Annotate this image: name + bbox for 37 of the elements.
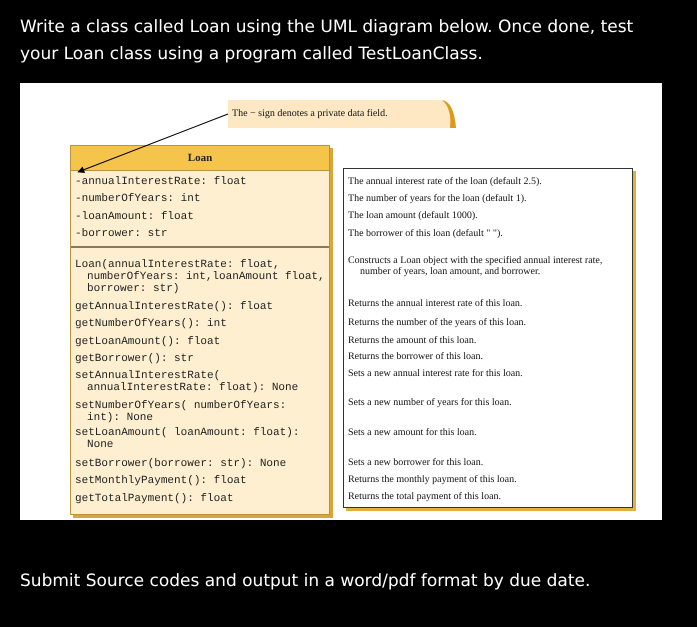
method-text: getTotalPayment(): float	[75, 493, 234, 505]
description-text: Returns the total payment of this loan.	[348, 491, 502, 502]
method-text: getBorrower(): str	[75, 353, 195, 365]
method-text: getAnnualInterestRate(): float	[75, 301, 274, 313]
description-text: Constructs a Loan object with the specified annual interest rate, number of years, loan amount, and borrower.	[348, 255, 604, 277]
class-name: Loan	[71, 146, 329, 171]
description-text: Returns the annual interest rate of this loan.	[348, 298, 524, 309]
instruction-text: Write a class called Loan using the UML diagram below. Once done, test your Loan class using a program called TestLoanClass.	[20, 16, 634, 66]
description-text: The borrower of this loan (default " ").	[348, 228, 504, 239]
description-text: Returns the amount of this loan.	[348, 335, 478, 346]
description-text: The annual interest rate of the loan (default 2.5).	[348, 176, 543, 187]
method-text: getNumberOfYears(): int	[75, 318, 228, 330]
attribute-text: -borrower: str	[75, 228, 168, 240]
instruction-text: Submit Source codes and output in a word/pdf format by due date.	[20, 570, 590, 593]
description-text: The number of years for the loan (default 1).	[348, 193, 528, 204]
description-text: Sets a new annual interest rate for this loan.	[348, 368, 524, 379]
description-text: Sets a new borrower for this loan.	[348, 457, 484, 468]
class-box	[70, 145, 330, 515]
method-text: setAnnualInterestRate( annualInterestRate: float): None	[75, 370, 300, 394]
description-text: Sets a new amount for this loan.	[348, 427, 478, 438]
method-text: getLoanAmount(): float	[75, 336, 222, 348]
attribute-text: -numberOfYears: int	[75, 193, 202, 205]
description-text: The loan amount (default 1000).	[348, 210, 479, 221]
description-box	[343, 168, 633, 508]
description-text: Sets a new number of years for this loan.	[348, 397, 513, 408]
description-text: Returns the borrower of this loan.	[348, 351, 484, 362]
description-text: Returns the monthly payment of this loan.	[348, 474, 518, 485]
note-text: The − sign denotes a private data field.	[232, 108, 388, 119]
method-text: setLoanAmount( loanAmount: float): None	[75, 427, 300, 451]
method-text: Loan(annualInterestRate: float, numberOfYears: int,loanAmount float, borrower: str)	[75, 259, 325, 295]
attribute-text: -loanAmount: float	[75, 211, 195, 223]
method-text: setMonthlyPayment(): float	[75, 475, 248, 487]
method-text: setBorrower(borrower: str): None	[75, 458, 288, 470]
leader-line	[77, 114, 228, 173]
attribute-text: -annualInterestRate: float	[75, 176, 248, 188]
description-text: Returns the number of the years of this loan.	[348, 317, 528, 328]
note-box	[228, 100, 456, 128]
